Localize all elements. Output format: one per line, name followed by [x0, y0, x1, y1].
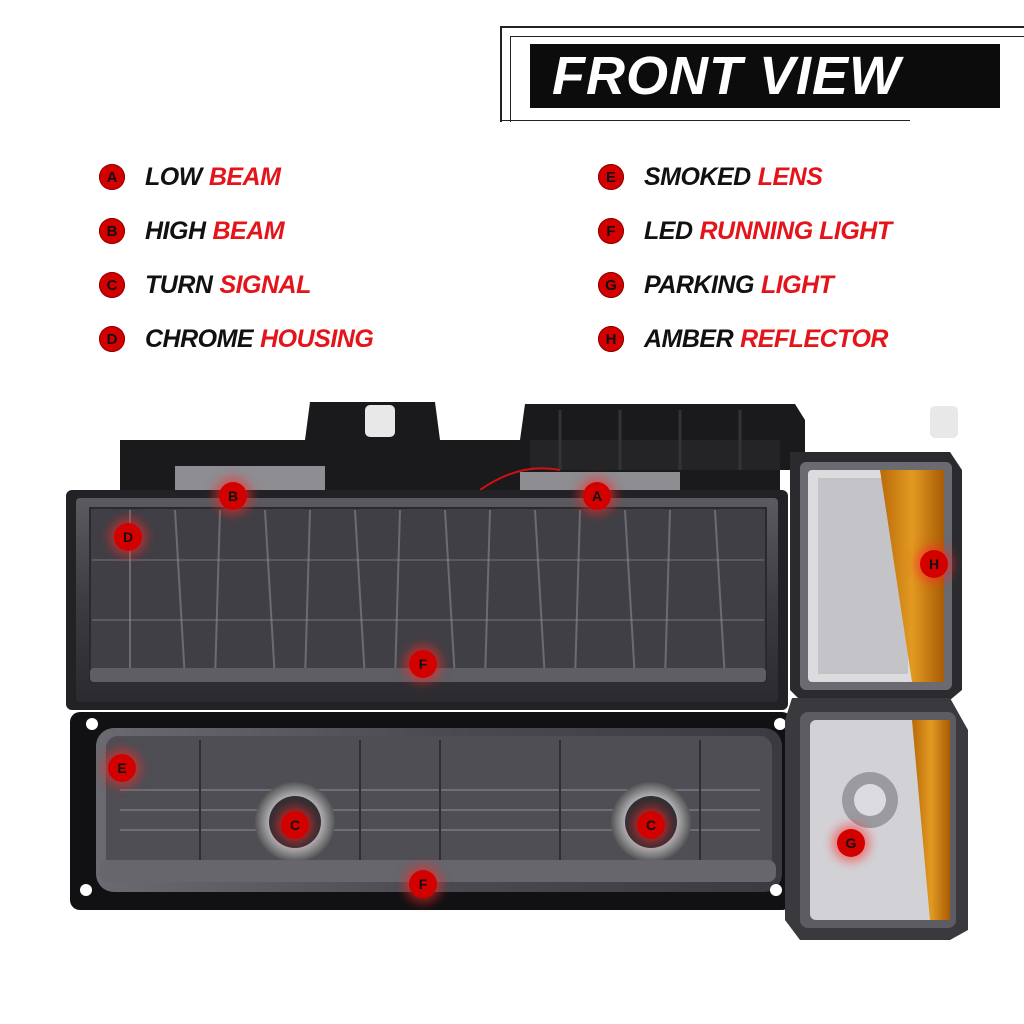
legend-label-accent: BEAM — [208, 162, 281, 191]
page-title: FRONT VIEW — [552, 46, 901, 106]
lower-corner-lamp — [785, 698, 968, 940]
legend-badge: B — [99, 218, 125, 244]
legend-badge: F — [598, 218, 624, 244]
legend-badge: G — [598, 272, 624, 298]
legend-label-accent: BEAM — [212, 216, 285, 245]
headlight-assembly-illustration — [66, 402, 968, 940]
callout-led-running-light-lower: F — [409, 870, 437, 898]
legend-badge: A — [99, 164, 125, 190]
legend-label: LED — [644, 216, 693, 245]
lower-signal-lamp — [70, 712, 792, 910]
legend-label: PARKING — [644, 270, 754, 299]
legend-label: TURN — [145, 270, 213, 299]
callout-chrome-housing: D — [114, 523, 142, 551]
legend-label-accent: LENS — [757, 162, 823, 191]
legend-badge: D — [99, 326, 125, 352]
upper-corner-lamp — [790, 452, 962, 700]
title-frame — [500, 26, 1024, 122]
callout-smoked-lens: E — [108, 754, 136, 782]
callout-low-beam: A — [583, 482, 611, 510]
legend-badge: E — [598, 164, 624, 190]
legend-badge: C — [99, 272, 125, 298]
callout-parking-light: G — [837, 829, 865, 857]
legend-label-accent: LIGHT — [760, 270, 834, 299]
callout-high-beam: B — [219, 482, 247, 510]
callout-amber-reflector: H — [920, 550, 948, 578]
callout-led-running-light-upper: F — [409, 650, 437, 678]
callout-turn-signal-left: C — [281, 811, 309, 839]
legend-label-accent: RUNNING LIGHT — [699, 216, 893, 245]
legend-label-accent: REFLECTOR — [740, 324, 888, 353]
legend-badge: H — [598, 326, 624, 352]
upper-headlamp — [66, 490, 788, 710]
legend-label-accent: SIGNAL — [219, 270, 311, 299]
legend-label: LOW — [145, 162, 202, 191]
title-banner — [530, 44, 1000, 108]
legend-label: HIGH — [145, 216, 206, 245]
legend-label: AMBER — [644, 324, 734, 353]
callout-turn-signal-right: C — [637, 811, 665, 839]
legend-label: CHROME — [145, 324, 254, 353]
legend-label: SMOKED — [644, 162, 751, 191]
legend-label-accent: HOUSING — [260, 324, 374, 353]
